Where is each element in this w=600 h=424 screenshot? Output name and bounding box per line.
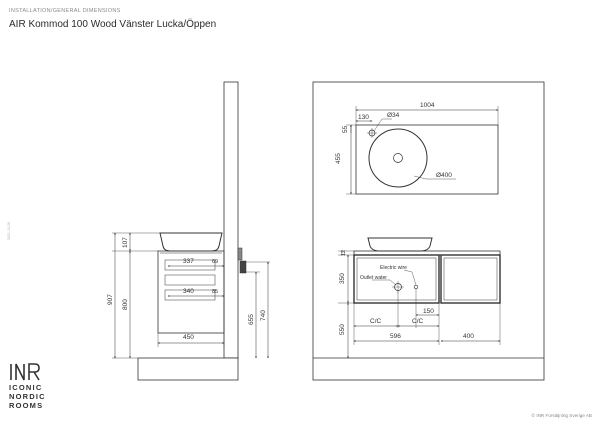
right-frame bbox=[312, 81, 545, 381]
brand-line-2: NORDIC bbox=[9, 392, 46, 402]
electric-wire bbox=[413, 284, 419, 290]
dim-w400: 400 bbox=[463, 333, 474, 340]
brand-line-1: ICONIC bbox=[9, 383, 43, 392]
dim-cc-left: C/C bbox=[370, 318, 382, 325]
dim-depth-450: 450 bbox=[183, 334, 194, 341]
drain bbox=[393, 153, 403, 163]
dim-height-655: 655 bbox=[248, 314, 255, 325]
top-view bbox=[312, 81, 545, 381]
dim-h12: 12 bbox=[341, 250, 347, 256]
side-basin bbox=[159, 232, 223, 252]
dim-h550: 550 bbox=[339, 324, 346, 335]
dim-depth-340: 340 bbox=[183, 288, 194, 295]
dim-total-height: 907 bbox=[107, 294, 114, 305]
dim-height-740: 740 bbox=[260, 310, 267, 321]
dim-w150: 150 bbox=[423, 308, 434, 315]
brand-name: ICONIC NORDIC ROOMS bbox=[9, 383, 46, 411]
dim-offset-69: 69 bbox=[212, 259, 218, 265]
dim-edge-55: 55 bbox=[342, 125, 349, 133]
compartment-left bbox=[353, 254, 440, 304]
top-countertop bbox=[355, 124, 499, 195]
front-view bbox=[338, 237, 501, 359]
front-basin bbox=[367, 237, 433, 252]
dim-width-1004: 1004 bbox=[420, 102, 435, 109]
drawing-category: INSTALLATION/GENERAL DIMENSIONS bbox=[9, 8, 121, 14]
dim-basin-diameter: Ø400 bbox=[436, 172, 452, 179]
dim-cc-right: C/C bbox=[412, 318, 424, 325]
dim-depth-455: 455 bbox=[335, 153, 342, 164]
dim-cabinet-height: 800 bbox=[122, 299, 129, 310]
label-electric-wire: Electric wire bbox=[380, 265, 407, 271]
side-view bbox=[112, 81, 270, 381]
copyright-notice: © INR Forsäljning Sverige AB bbox=[531, 413, 592, 418]
label-outlet-water: Outlet water bbox=[360, 275, 387, 281]
floor bbox=[137, 357, 239, 381]
dim-h350: 350 bbox=[339, 273, 346, 284]
product-title: AIR Kommod 100 Wood Vänster Lucka/Öppen bbox=[9, 19, 217, 30]
dim-w596: 596 bbox=[390, 333, 401, 340]
dim-depth-337: 337 bbox=[183, 258, 194, 265]
wall bbox=[223, 81, 239, 359]
dim-basin-height: 107 bbox=[122, 237, 129, 248]
dim-tap-hole: Ø34 bbox=[387, 112, 400, 119]
dim-tap-offset: 130 bbox=[358, 114, 369, 121]
top-basin bbox=[368, 128, 428, 188]
dim-offset-85: 85 bbox=[212, 289, 218, 295]
inr-logo bbox=[10, 363, 40, 381]
compartment-right bbox=[440, 254, 501, 304]
brand-line-3: ROOMS bbox=[9, 401, 44, 411]
